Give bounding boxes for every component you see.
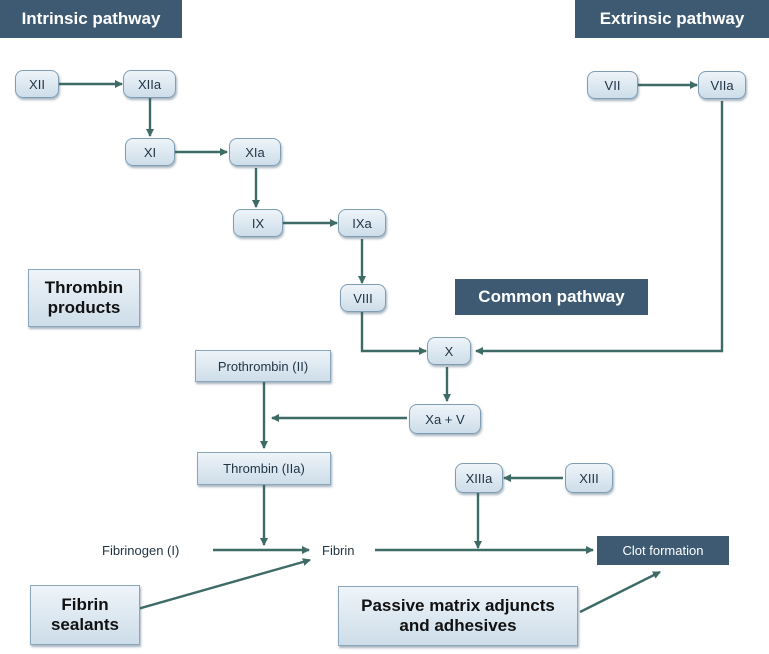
factor-xa-v-node: Xa + V <box>409 404 481 434</box>
fibrin-sealants-box: Fibrin sealants <box>30 585 140 645</box>
thrombin-products-line1: Thrombin <box>44 278 124 297</box>
arrow-viia-x <box>475 101 724 355</box>
passive-matrix-line2: and adhesives <box>399 616 517 635</box>
prothrombin-box: Prothrombin (II) <box>195 350 331 382</box>
fibrinogen-label: Fibrinogen (I) <box>102 542 180 558</box>
common-pathway-header: Common pathway <box>455 279 648 315</box>
factor-x-node: X <box>427 337 471 365</box>
factor-xii-node: XII <box>15 70 59 98</box>
passive-matrix-line1: Passive matrix adjuncts <box>361 596 555 615</box>
thrombin-products-box: Thrombin products <box>28 269 140 327</box>
factor-viii-node: VIII <box>340 284 386 312</box>
extrinsic-pathway-header: Extrinsic pathway <box>575 0 769 38</box>
intrinsic-pathway-header: Intrinsic pathway <box>0 0 182 38</box>
passive-matrix-box: Passive matrix adjuncts and adhesives <box>338 586 578 646</box>
factor-vii-node: VII <box>587 71 638 99</box>
factor-xiia-node: XIIa <box>123 70 176 98</box>
factor-xi-node: XI <box>125 138 175 166</box>
arrow-passive-clot <box>579 570 661 614</box>
thrombin-products-line2: products <box>47 298 121 317</box>
factor-xiiia-node: XIIIa <box>455 463 503 493</box>
arrow-viii-x <box>360 311 427 355</box>
thrombin-box: Thrombin (IIa) <box>197 452 331 485</box>
factor-viia-node: VIIa <box>698 71 746 99</box>
fibrin-sealants-line1: Fibrin <box>61 595 109 614</box>
arrow-sealants-fibrin <box>119 558 311 616</box>
factor-xia-node: XIa <box>229 138 281 166</box>
fibrin-label: Fibrin <box>322 542 355 558</box>
factor-ix-node: IX <box>233 209 283 237</box>
fibrin-sealants-line2: sealants <box>50 615 120 634</box>
factor-ixa-node: IXa <box>338 209 386 237</box>
clot-formation-box: Clot formation <box>597 536 729 565</box>
factor-xiii-node: XIII <box>565 463 613 493</box>
